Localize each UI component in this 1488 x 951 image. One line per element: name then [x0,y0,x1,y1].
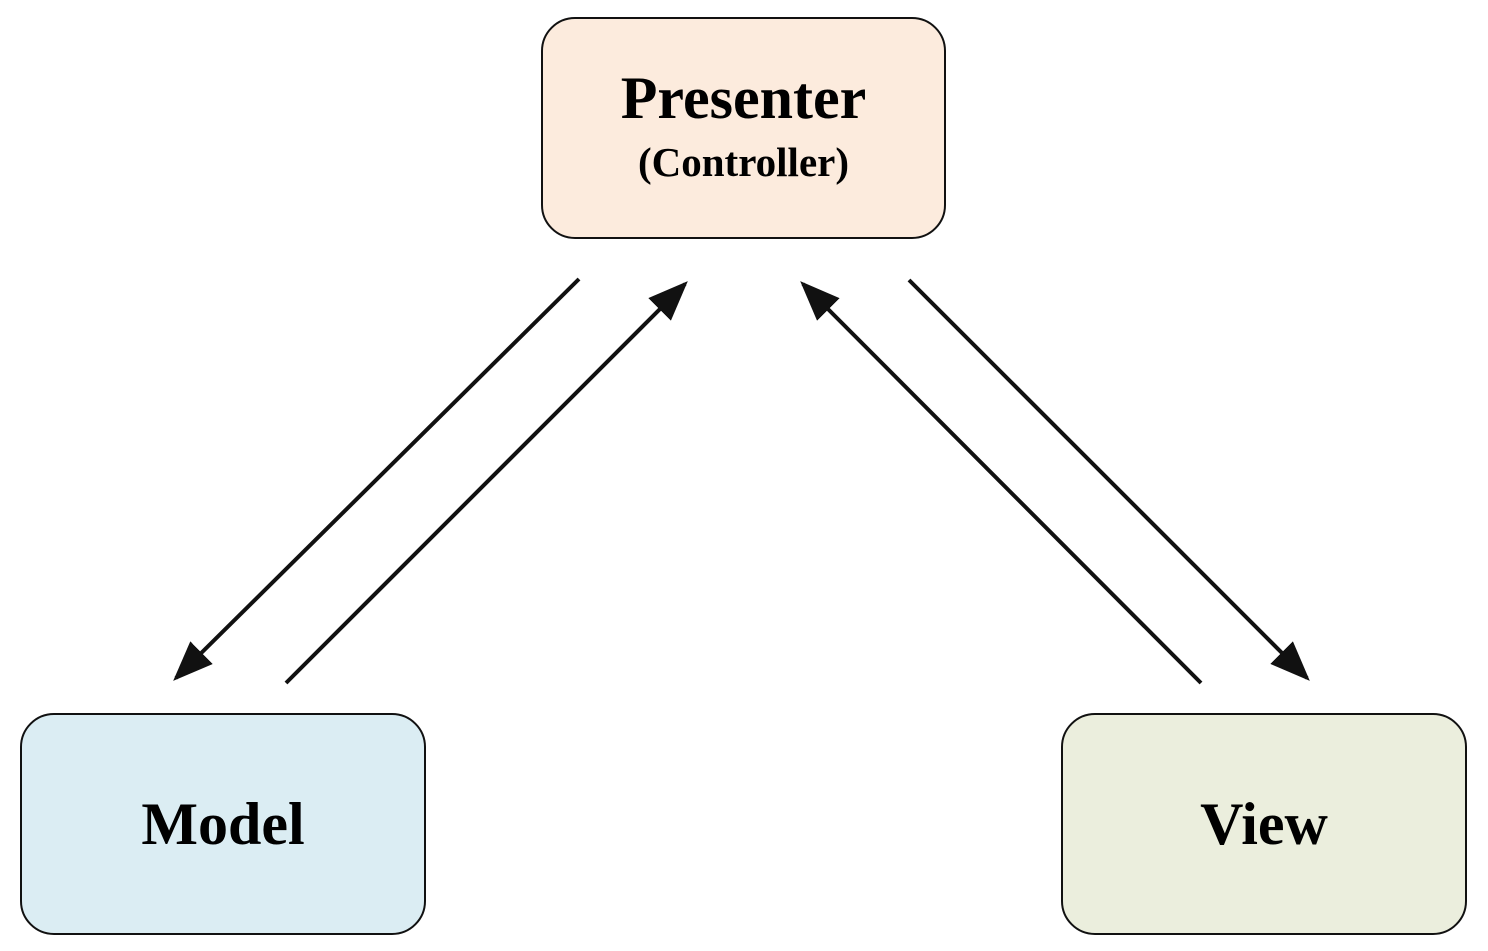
model-title: Model [141,791,305,857]
model-node: Model [20,713,426,935]
arrow-model-to-presenter [284,281,688,685]
arrow-presenter-to-model [173,277,581,681]
arrow-presenter-to-view [907,278,1310,681]
presenter-node: Presenter (Controller) [541,17,946,239]
view-title: View [1200,791,1328,857]
view-node: View [1061,713,1467,935]
presenter-title: Presenter [620,64,867,131]
arrow-view-to-presenter [800,281,1203,685]
presenter-subtitle: (Controller) [637,138,849,185]
